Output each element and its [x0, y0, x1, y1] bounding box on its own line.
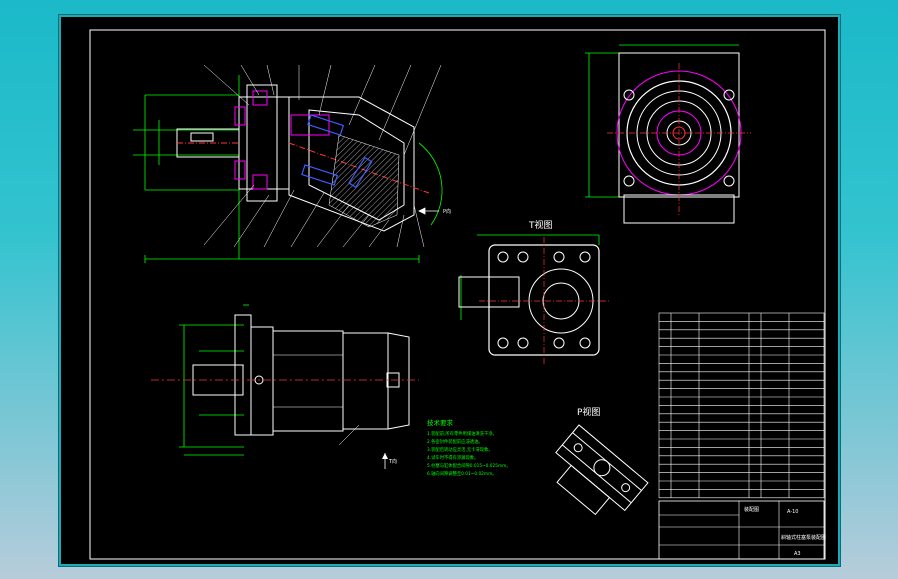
parts-list	[658, 312, 825, 499]
svg-text:3.装配后转动应灵活,无卡滞现象。: 3.装配后转动应灵活,无卡滞现象。	[427, 446, 493, 453]
p-direction-mark: P向	[443, 208, 451, 215]
drawing-sheet: P向 T视图	[58, 14, 841, 567]
t-view: T视图	[458, 219, 609, 365]
inner-border	[89, 29, 826, 560]
main-section-view: P向	[133, 64, 451, 263]
svg-text:技术要求: 技术要求	[427, 418, 454, 427]
p-view-label: P视图	[577, 406, 600, 418]
t-view-label: T视图	[528, 219, 553, 231]
svg-text:2.各密封件装配前应浸透油。: 2.各密封件装配前应浸透油。	[427, 438, 483, 445]
technical-notes: 技术要求 1.装配前,所有零件用煤油清洗干净。 2.各密封件装配前应浸透油。 3…	[427, 418, 511, 477]
p-view: P视图	[555, 406, 649, 516]
title-block-sub: 装配图	[744, 506, 759, 513]
t-direction-mark: T向	[388, 458, 397, 465]
svg-text:4.试车时不得有渗漏现象。: 4.试车时不得有渗漏现象。	[427, 454, 478, 461]
svg-text:5.柱塞与缸体配合间隙0.015~0.025mm。: 5.柱塞与缸体配合间隙0.015~0.025mm。	[427, 462, 511, 469]
title-block-code: A3	[794, 551, 801, 557]
svg-text:1.装配前,所有零件用煤油清洗干净。: 1.装配前,所有零件用煤油清洗干净。	[427, 430, 497, 437]
title-block-drawing-no: A-10	[787, 509, 798, 515]
end-view	[585, 44, 751, 224]
side-view: T向	[151, 304, 419, 469]
title-block: 斜轴式柱塞泵装配图 A3 A-10 装配图	[658, 500, 826, 560]
svg-text:6.轴向间隙调整至0.01~0.02mm。: 6.轴向间隙调整至0.01~0.02mm。	[427, 470, 497, 477]
drawing-canvas: P向 T视图	[89, 29, 826, 560]
title-block-title: 斜轴式柱塞泵装配图	[781, 534, 826, 541]
